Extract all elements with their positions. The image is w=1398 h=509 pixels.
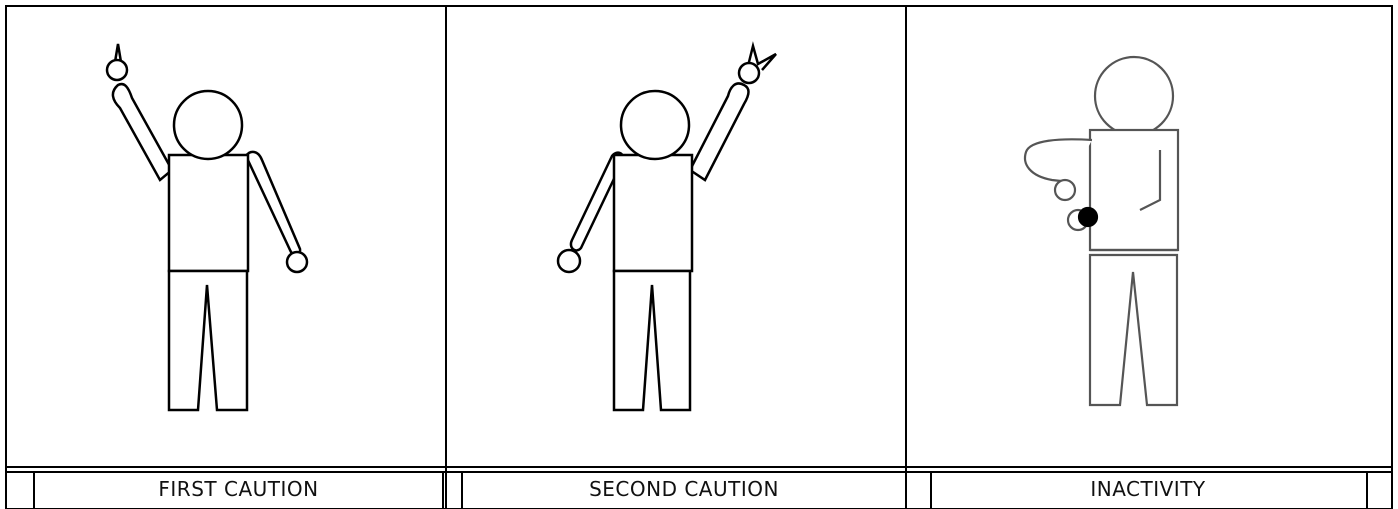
head	[621, 91, 689, 159]
raised-arm	[113, 84, 172, 180]
torso	[1090, 130, 1178, 250]
reaching-arm	[1025, 139, 1092, 182]
caption-first-caution: FIRST CAUTION	[34, 470, 443, 508]
figure-first-caution	[107, 44, 307, 410]
caption-inactivity: INACTIVITY	[931, 470, 1365, 508]
caption-second-caution: SECOND CAUTION	[462, 470, 906, 508]
raised-hand	[107, 60, 127, 80]
legs	[614, 271, 690, 410]
legs	[169, 271, 247, 410]
reaching-hand	[1055, 180, 1075, 200]
lowered-hand	[287, 252, 307, 272]
figure-second-caution	[558, 46, 776, 410]
lowered-arm	[246, 152, 300, 255]
torso	[614, 155, 692, 271]
figure-inactivity	[1025, 57, 1178, 405]
head	[174, 91, 242, 159]
head	[1095, 57, 1173, 135]
legs	[1090, 255, 1177, 405]
raised-arm	[690, 83, 749, 180]
lowered-hand	[558, 250, 580, 272]
holster-icon	[1079, 208, 1097, 226]
torso	[169, 155, 248, 271]
raised-hand	[739, 63, 759, 83]
